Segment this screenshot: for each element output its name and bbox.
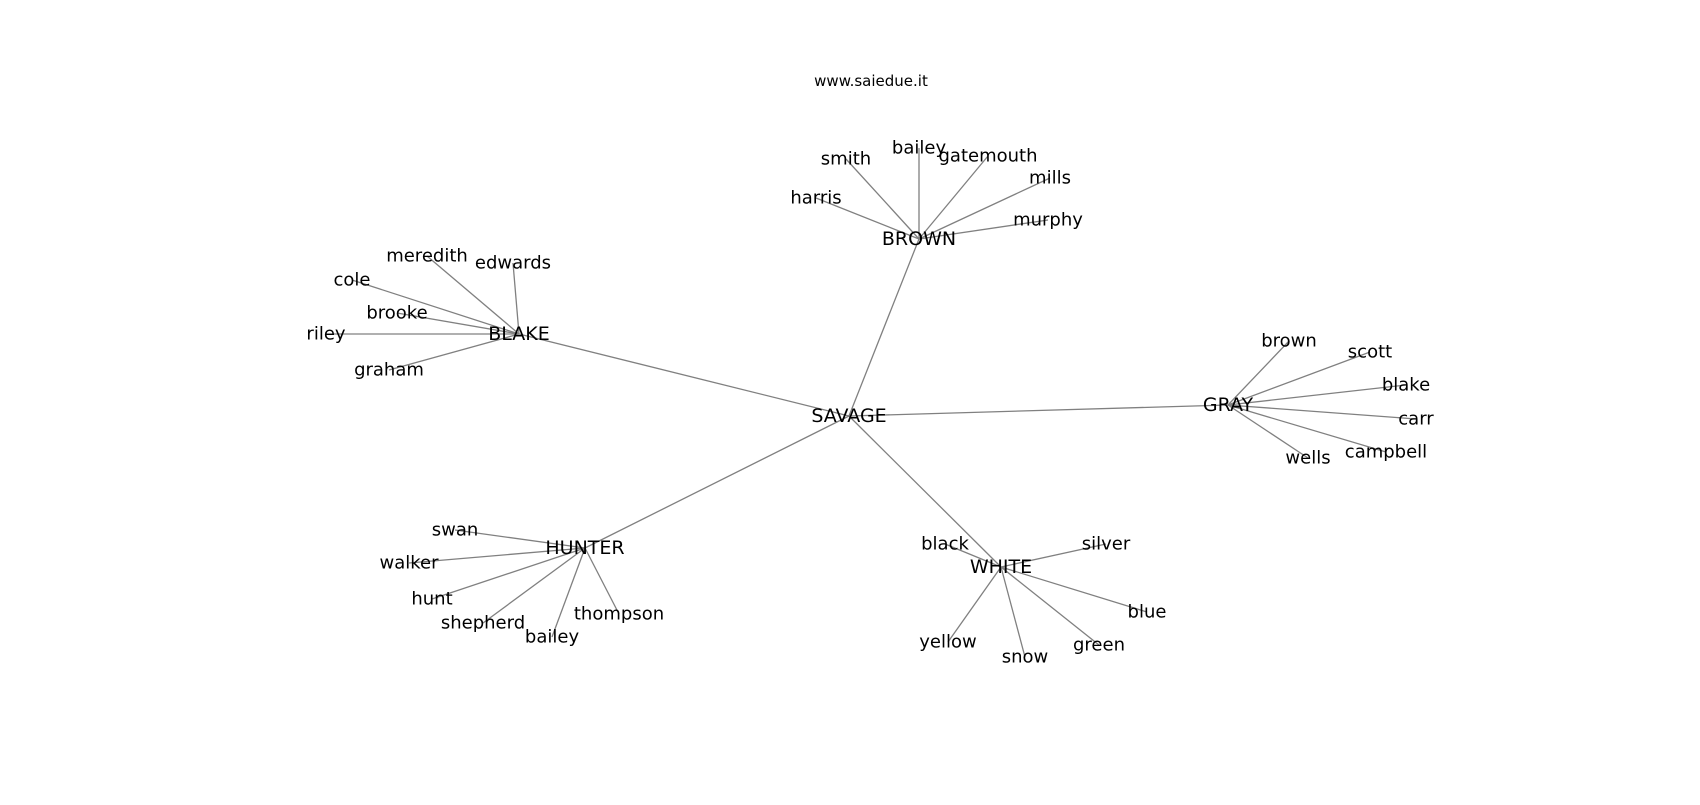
hub-node-hunter: HUNTER bbox=[545, 537, 624, 559]
edge-blake-meredith bbox=[426, 255, 520, 335]
edge-center-hunter bbox=[584, 415, 850, 549]
hub-node-gray: GRAY bbox=[1203, 394, 1254, 416]
edge-hunter-swan bbox=[454, 529, 586, 549]
leaf-node-hunter-thompson: thompson bbox=[574, 604, 664, 625]
edge-white-snow bbox=[1000, 566, 1026, 658]
leaf-node-hunter-hunt: hunt bbox=[411, 589, 452, 610]
edge-blake-graham bbox=[388, 333, 520, 371]
leaf-node-blake-edwards: edwards bbox=[475, 253, 551, 274]
leaf-node-blake-meredith: meredith bbox=[386, 246, 468, 267]
edge-hunter-thompson bbox=[584, 547, 620, 615]
edge-gray-blake bbox=[1227, 384, 1407, 406]
hub-node-blake: BLAKE bbox=[488, 323, 550, 345]
edge-center-brown bbox=[848, 238, 920, 417]
edge-white-green bbox=[1000, 566, 1100, 646]
label-layer: SAVAGEBROWNsmithbaileygatemouthmillsharr… bbox=[306, 138, 1434, 668]
edge-center-gray bbox=[848, 404, 1229, 417]
leaf-node-blake-graham: graham bbox=[354, 360, 424, 381]
edge-white-black bbox=[944, 543, 1002, 568]
leaf-node-hunter-swan: swan bbox=[432, 520, 479, 541]
edge-gray-brown bbox=[1227, 340, 1290, 406]
edge-center-blake bbox=[518, 333, 850, 417]
leaf-node-gray-carr: carr bbox=[1398, 409, 1434, 430]
leaf-node-gray-scott: scott bbox=[1348, 342, 1392, 363]
leaf-node-gray-brown: brown bbox=[1261, 331, 1317, 352]
leaf-node-brown-smith: smith bbox=[821, 149, 871, 170]
edge-gray-campbell bbox=[1227, 404, 1387, 453]
edge-gray-scott bbox=[1227, 351, 1371, 406]
edge-white-yellow bbox=[947, 566, 1002, 643]
edge-brown-gatemouth bbox=[918, 155, 989, 240]
leaf-node-hunter-walker: walker bbox=[379, 553, 439, 574]
leaf-node-white-black: black bbox=[921, 534, 969, 555]
leaf-node-white-silver: silver bbox=[1082, 534, 1131, 555]
leaf-node-white-green: green bbox=[1073, 635, 1125, 656]
leaf-node-brown-bailey: bailey bbox=[892, 138, 947, 159]
edge-hunter-walker bbox=[408, 547, 586, 564]
leaf-node-blake-riley: riley bbox=[306, 324, 345, 345]
edge-hunter-bailey bbox=[551, 547, 586, 638]
edge-brown-smith bbox=[845, 158, 920, 240]
leaf-node-white-snow: snow bbox=[1002, 647, 1049, 668]
leaf-node-brown-harris: harris bbox=[790, 188, 841, 209]
leaf-node-hunter-bailey: bailey bbox=[525, 627, 580, 648]
center-node-label: SAVAGE bbox=[811, 405, 886, 427]
edge-hunter-hunt bbox=[431, 547, 586, 600]
leaf-node-brown-murphy: murphy bbox=[1013, 210, 1083, 231]
edge-brown-mills bbox=[918, 177, 1051, 240]
edge-brown-harris bbox=[815, 197, 920, 240]
edge-brown-murphy bbox=[918, 219, 1049, 240]
edge-blake-edwards bbox=[512, 262, 520, 335]
leaf-node-gray-wells: wells bbox=[1285, 448, 1330, 469]
leaf-node-blake-cole: cole bbox=[334, 270, 371, 291]
leaf-node-brown-gatemouth: gatemouth bbox=[938, 146, 1037, 167]
leaf-node-hunter-shepherd: shepherd bbox=[441, 613, 525, 634]
leaf-node-brown-mills: mills bbox=[1029, 168, 1071, 189]
edge-blake-brooke bbox=[396, 312, 520, 335]
leaf-node-blake-brooke: brooke bbox=[366, 303, 427, 324]
leaf-node-white-blue: blue bbox=[1128, 602, 1167, 623]
leaf-node-gray-blake: blake bbox=[1382, 375, 1430, 396]
edge-white-silver bbox=[1000, 543, 1107, 568]
edge-layer bbox=[326, 148, 1417, 658]
leaf-node-gray-campbell: campbell bbox=[1345, 442, 1427, 463]
edge-white-blue bbox=[1000, 566, 1148, 613]
edge-hunter-shepherd bbox=[482, 547, 586, 624]
edge-gray-wells bbox=[1227, 404, 1309, 459]
hub-node-brown: BROWN bbox=[882, 228, 956, 250]
site-watermark: www.saiedue.it bbox=[814, 72, 928, 90]
leaf-node-white-yellow: yellow bbox=[919, 632, 976, 653]
edge-gray-carr bbox=[1227, 404, 1417, 420]
edge-center-white bbox=[848, 415, 1002, 568]
hub-node-white: WHITE bbox=[970, 556, 1032, 578]
edge-blake-cole bbox=[351, 279, 520, 335]
